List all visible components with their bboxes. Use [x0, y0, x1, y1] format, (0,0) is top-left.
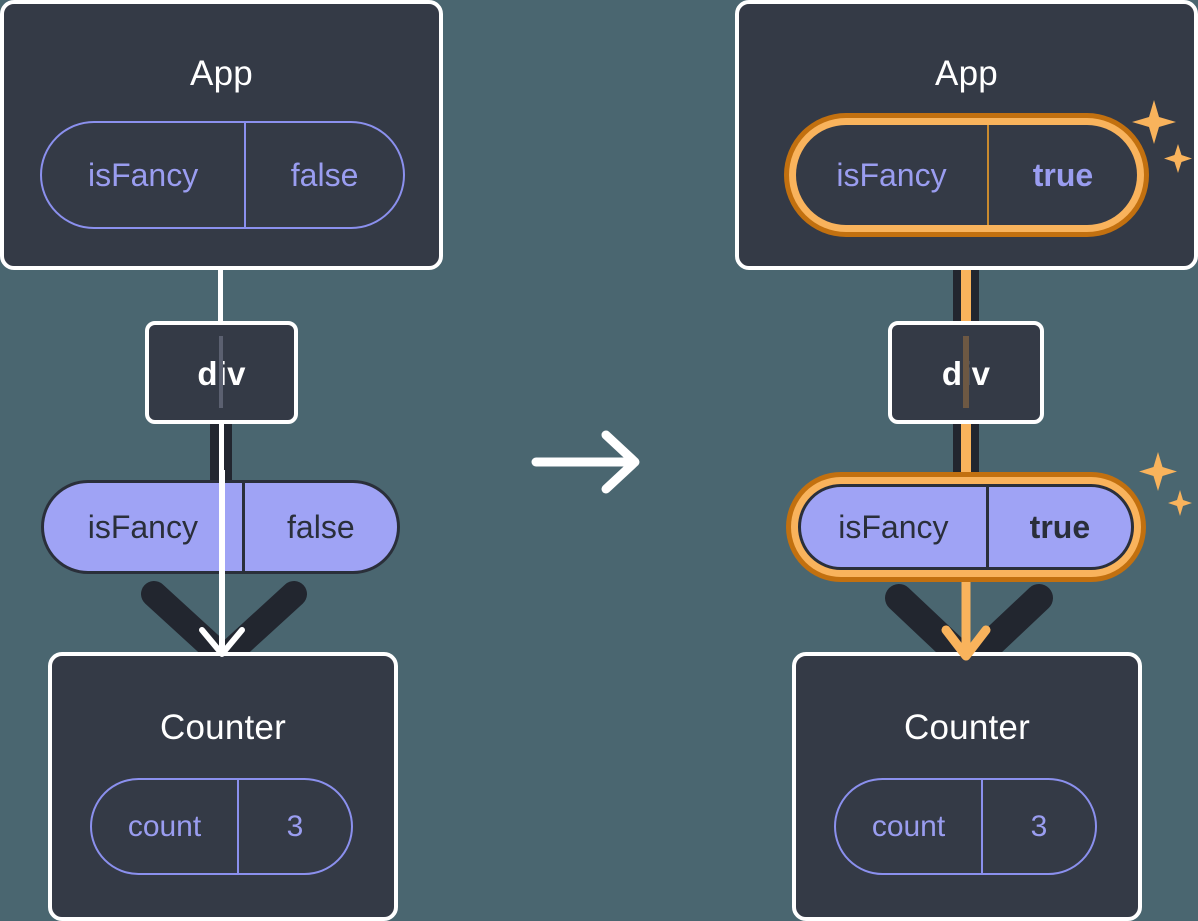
arrow-highlight-left — [199, 470, 245, 657]
ring-core-prop-right: isFancy true — [798, 484, 1134, 570]
connector-through-div-right — [963, 336, 969, 408]
pill-key-left-app: isFancy — [87, 156, 199, 193]
sparkle-icon-app-right — [1132, 100, 1192, 173]
sparkle-icon-prop-right — [1139, 452, 1192, 516]
pill-key-left-count: count — [127, 809, 202, 843]
pill-value-left-app: false — [244, 123, 403, 227]
pill-key-right-count: count — [871, 809, 946, 843]
node-counter-label-left: Counter — [160, 708, 286, 747]
pill-key-right-prop: isFancy — [838, 508, 949, 545]
node-app-label-left: App — [190, 54, 253, 93]
connector-app-to-div-line-right — [961, 230, 971, 325]
ring-core-app-right: isFancy true — [796, 125, 1137, 225]
node-counter-label-right: Counter — [904, 708, 1030, 747]
right-arrow-icon — [531, 430, 640, 494]
pill-count-right[interactable]: count 3 — [834, 778, 1097, 875]
connector-div-to-pill-line-right — [961, 420, 971, 482]
pill-value-right-app: true — [986, 125, 1137, 225]
connector-through-div-left — [219, 336, 223, 408]
pill-isfancy-prop-right[interactable]: isFancy true — [786, 472, 1146, 582]
node-app-label-right: App — [935, 54, 998, 93]
pill-key-left-prop: isFancy — [87, 508, 198, 545]
pill-value-left-count: 3 — [237, 780, 351, 873]
pill-value-right-prop: true — [985, 487, 1131, 567]
node-counter-right[interactable]: Counter — [792, 652, 1142, 921]
pill-isfancy-app-left[interactable]: isFancy false — [40, 121, 405, 229]
connector-div-to-pill-line-left — [219, 420, 224, 482]
pill-value-right-count: 3 — [981, 780, 1095, 873]
pill-key-right-app: isFancy — [836, 156, 947, 193]
pill-isfancy-app-right[interactable]: isFancy true — [784, 113, 1149, 237]
connector-app-to-div-left — [218, 268, 223, 324]
pill-count-left[interactable]: count 3 — [90, 778, 353, 875]
pill-value-left-prop: false — [241, 483, 397, 571]
